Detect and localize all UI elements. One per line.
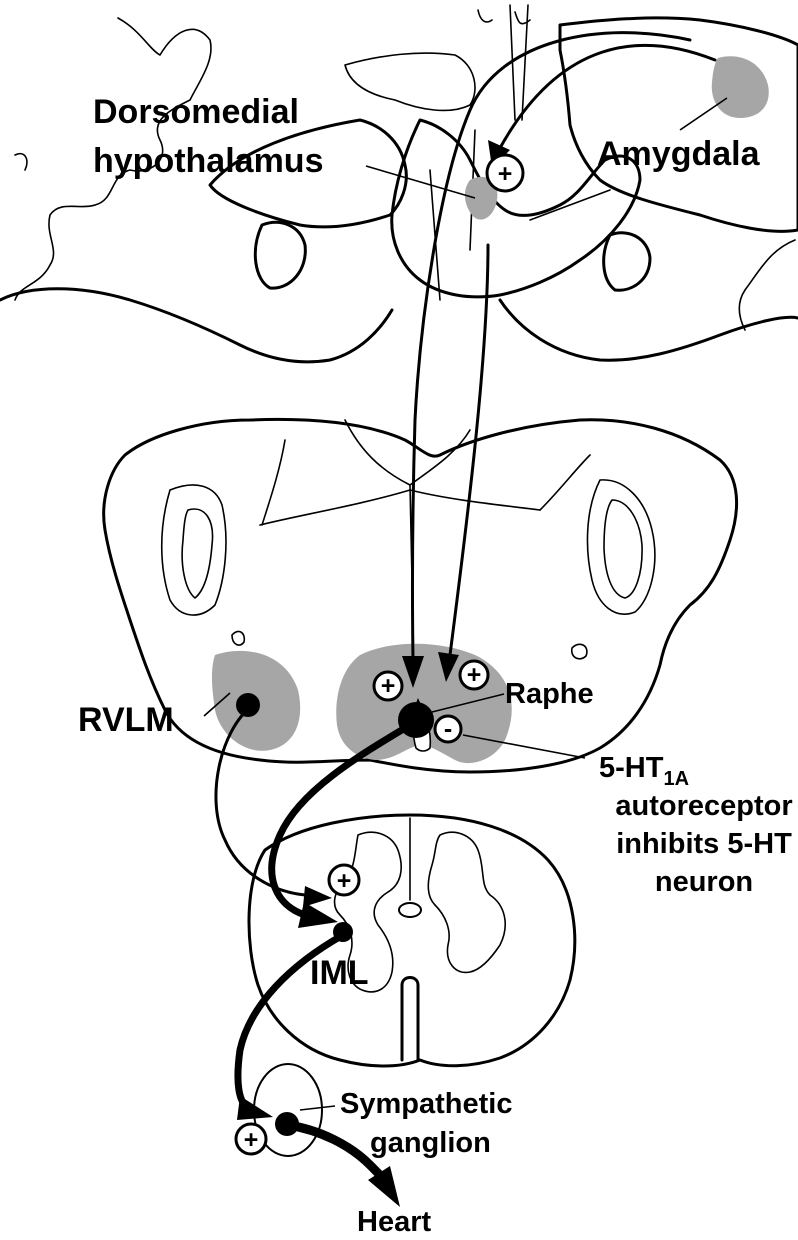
autoreceptor-label-line2: autoreceptor [615, 790, 792, 822]
inner-loop-left [255, 222, 305, 288]
pathways [216, 33, 715, 1207]
ganglion-neuron [275, 1112, 299, 1136]
third-ventricle-top [478, 10, 530, 24]
amygdala-label: Amygdala [597, 135, 761, 173]
autoreceptor-label-subscript: 1A [663, 768, 689, 790]
autoreceptor-label-main: 5-HT [599, 752, 664, 784]
autoreceptor-label-line3: inhibits 5-HT [616, 828, 792, 860]
heart-label: Heart [357, 1206, 431, 1238]
plus-sign: + [381, 672, 396, 700]
lower-lobe-right [500, 300, 798, 360]
amygdala-nucleus [712, 56, 769, 118]
minus-sign: - [444, 715, 452, 743]
medulla-right-tract [540, 455, 590, 510]
plus-badge-raphe-left: + [374, 672, 402, 700]
minus-badge-autoreceptor: - [435, 715, 461, 743]
plus-sign: + [337, 867, 352, 895]
rvlm-neuron [236, 693, 260, 717]
right-olive-inner [604, 500, 642, 598]
right-olive [587, 480, 654, 614]
plus-badge-raphe-right: + [460, 661, 488, 689]
plus-sign: + [244, 1126, 259, 1154]
amygdala-to-dmh-path [500, 45, 715, 148]
dorsomedial-hypothalamus-label-line1: Dorsomedial [93, 93, 299, 131]
speck-right [572, 644, 587, 659]
forebrain-section [0, 5, 798, 362]
dmh-leader-line [366, 166, 475, 198]
medulla-left-tract [262, 440, 285, 525]
plus-badge-iml: + [329, 865, 359, 895]
raphe-to-iml-arrowhead [298, 902, 338, 928]
raphe-neuron [398, 702, 434, 738]
plus-badge-ganglion: + [236, 1124, 266, 1154]
cortex-outline-left-2 [15, 154, 27, 170]
raphe-label: Raphe [505, 678, 594, 710]
plus-sign: + [498, 160, 513, 188]
medulla-cross [260, 490, 540, 525]
dorsomedial-hypothalamus-label-line2: hypothalamus [93, 142, 323, 180]
sympathetic-ganglion-label-line1: Sympathetic [340, 1088, 512, 1120]
left-olive [162, 485, 226, 615]
thalamus-left-inner [345, 53, 475, 110]
central-canal [399, 903, 421, 917]
dmh-to-raphe-path [450, 245, 488, 655]
iml-neuron [333, 922, 353, 942]
inner-loop-right [604, 233, 650, 290]
autoreceptor-label-line4: neuron [655, 866, 753, 898]
left-olive-inner [182, 509, 212, 598]
autoreceptor-label-line1: 5-HT1A [599, 752, 689, 790]
plus-sign: + [467, 661, 482, 689]
sympathetic-ganglion-label-line2: ganglion [370, 1127, 491, 1159]
plus-badge-dmh: + [487, 155, 523, 191]
inner-line-right [530, 190, 610, 220]
ventral-fissure [402, 978, 418, 1061]
iml-label: IML [310, 954, 369, 992]
spinal-cord-section [249, 815, 575, 1066]
spinal-cord-outline [249, 815, 575, 1066]
speck-left [232, 631, 244, 645]
lower-lobe-left [0, 289, 392, 362]
rvlm-to-iml-arrowhead [303, 886, 332, 907]
rvlm-label: RVLM [78, 701, 174, 739]
amygdala-leader-line [680, 98, 727, 130]
medulla-midline-upper [345, 420, 470, 485]
